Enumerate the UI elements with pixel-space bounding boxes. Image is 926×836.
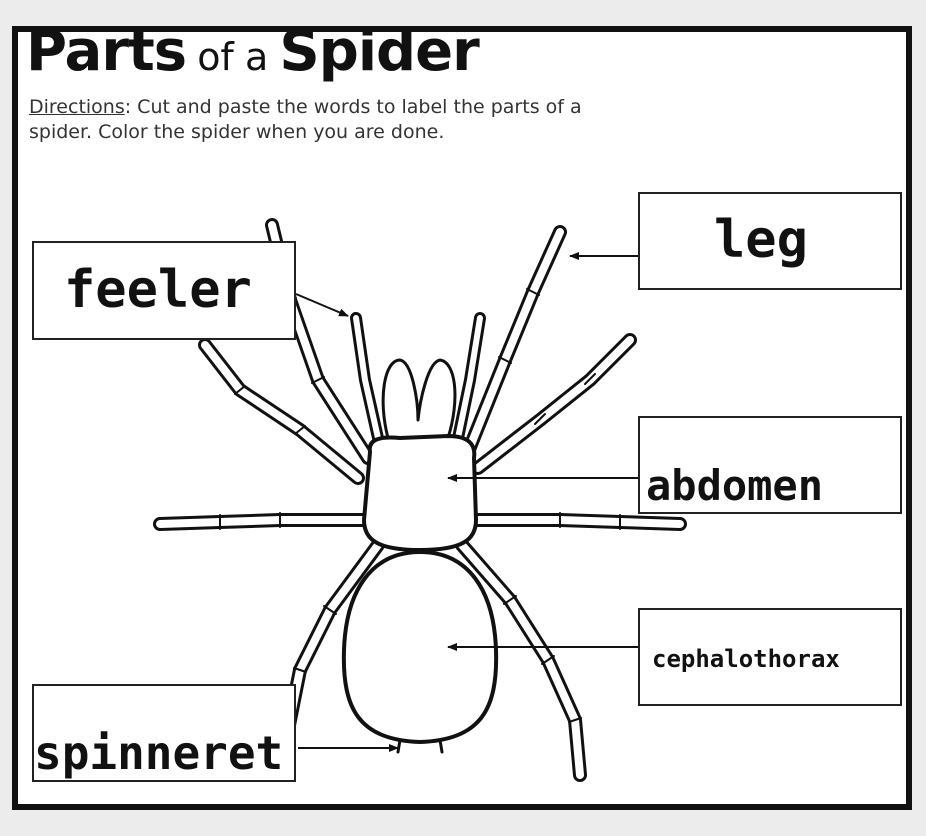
title-word-spider: Spider <box>279 19 478 84</box>
label-cephalothorax[interactable]: cephalothorax <box>638 608 902 706</box>
label-abdomen-text: abdomen <box>646 461 823 510</box>
label-feeler[interactable]: feeler <box>32 241 296 340</box>
label-spinneret-text: spinneret <box>34 726 283 780</box>
label-cephalothorax-text: cephalothorax <box>652 645 840 673</box>
spider-chelicerae <box>383 360 455 438</box>
directions-lead: Directions <box>29 96 125 118</box>
title-word-a: a <box>245 35 268 79</box>
title-word-parts: Parts <box>26 19 186 84</box>
label-leg[interactable]: leg <box>638 192 902 290</box>
directions-text: Directions: Cut and paste the words to l… <box>29 95 649 145</box>
label-feeler-text: feeler <box>64 260 252 320</box>
page-title: Parts of a Spider <box>26 24 479 80</box>
title-word-of: of <box>197 35 234 79</box>
feeler-arrow <box>296 294 348 316</box>
label-leg-text: leg <box>714 210 808 270</box>
label-abdomen[interactable]: abdomen <box>638 416 902 514</box>
spider-front-body <box>364 436 476 550</box>
label-spinneret[interactable]: spinneret <box>32 684 296 782</box>
